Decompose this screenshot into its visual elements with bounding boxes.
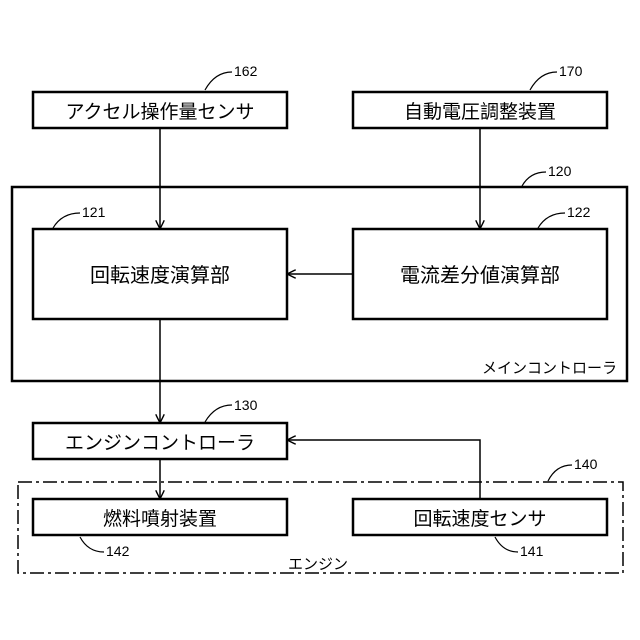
engine-ref: 140 [574, 456, 598, 472]
engine-ref-leader [548, 465, 572, 481]
current-diff-ref: 122 [567, 204, 591, 220]
rpm-calc-label: 回転速度演算部 [90, 263, 230, 287]
main-controller-ref-leader [522, 172, 546, 186]
current-diff-label: 電流差分値演算部 [400, 263, 560, 287]
engine-controller-label: エンジンコントローラ [65, 432, 255, 454]
engine-label: エンジン [288, 555, 348, 573]
main-controller-label: メインコントローラ [482, 359, 617, 377]
accel-sensor-ref-leader [205, 72, 232, 90]
auto-voltage-block: 自動電圧調整装置 170 [353, 63, 607, 128]
accel-sensor-ref: 162 [234, 63, 258, 79]
fuel-injector-label: 燃料噴射装置 [103, 508, 217, 530]
engine-controller-ref-leader [205, 405, 232, 422]
fuel-injector-block: 燃料噴射装置 142 [33, 499, 287, 559]
auto-voltage-ref: 170 [559, 63, 583, 79]
fuel-injector-ref-leader [80, 537, 104, 552]
engine-controller-ref: 130 [234, 397, 258, 413]
rpm-sensor-block: 回転速度センサ 141 [353, 499, 607, 559]
auto-voltage-ref-leader [530, 72, 557, 90]
rpm-sensor-ref-leader [495, 537, 518, 552]
accel-sensor-block: アクセル操作量センサ 162 [33, 63, 287, 128]
arrow-rpm-sensor-to-engine-controller [288, 440, 480, 499]
rpm-calc-ref-leader [53, 213, 80, 228]
rpm-sensor-label: 回転速度センサ [413, 508, 546, 530]
rpm-sensor-ref: 141 [520, 543, 544, 559]
main-controller-ref: 120 [548, 163, 572, 179]
auto-voltage-label: 自動電圧調整装置 [404, 101, 556, 123]
fuel-injector-ref: 142 [106, 543, 130, 559]
current-diff-ref-leader [538, 213, 565, 228]
accel-sensor-label: アクセル操作量センサ [65, 101, 254, 123]
rpm-calc-ref: 121 [82, 204, 106, 220]
